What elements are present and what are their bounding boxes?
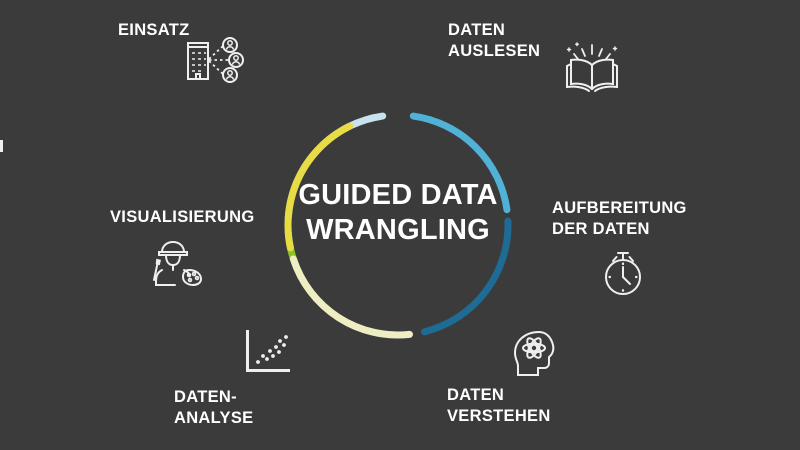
node-label-visualisierung: VISUALISIERUNG (110, 208, 255, 226)
ring-segment-daten-analyse (289, 255, 413, 339)
building-network-icon (183, 33, 247, 92)
ring-segment-daten-verstehen (421, 217, 512, 336)
node-label-daten-auslesen: DATEN AUSLESEN (448, 21, 541, 61)
node-label-aufbereitung: AUFBEREITUNG DER DATEN (552, 199, 687, 239)
page-title: GUIDED DATA WRANGLING (268, 178, 528, 249)
ring-segment-visualisierung (284, 122, 354, 252)
stopwatch-icon (598, 247, 648, 304)
artist-palette-icon (145, 238, 203, 295)
node-label-einsatz: EINSATZ (118, 21, 190, 39)
head-atom-icon (508, 327, 560, 384)
open-book-icon (563, 42, 621, 101)
edge-artifact (0, 140, 3, 152)
scatter-plot-icon (242, 326, 294, 381)
page-title-line2: WRANGLING (306, 214, 490, 247)
node-label-daten-analyse: DATEN- ANALYSE (174, 388, 254, 428)
node-label-daten-verstehen: DATEN VERSTEHEN (447, 386, 551, 426)
ring-segment-aufbereitung (409, 112, 511, 214)
page-title-line1: GUIDED DATA (298, 179, 498, 211)
